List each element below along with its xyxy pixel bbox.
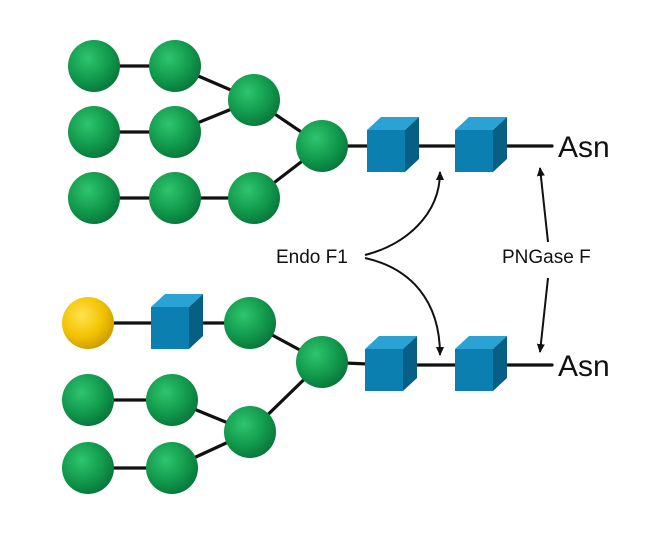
high-mannose-glycan: Asn: [68, 40, 610, 224]
pngase-f-arrows: [536, 167, 549, 353]
endo-f1-arrow-up: [364, 171, 444, 256]
mannose-sphere: [149, 106, 201, 158]
mannose-sphere: [149, 172, 201, 224]
galactose-sphere: [62, 297, 114, 349]
endo-f1-arrow-down: [364, 257, 444, 356]
mannose-sphere: [228, 172, 280, 224]
mannose-sphere: [68, 172, 120, 224]
mannose-sphere: [296, 336, 348, 388]
mannose-sphere: [68, 106, 120, 158]
pngase-f-label: PNGase F: [502, 247, 591, 268]
asn-label-bottom: Asn: [558, 350, 610, 383]
glcnac-cube: [151, 294, 203, 349]
mannose-sphere: [68, 40, 120, 92]
glcnac-cube: [455, 336, 507, 391]
hybrid-glycan: Asn: [62, 294, 610, 494]
mannose-sphere: [62, 374, 114, 426]
pngase-f-arrow-up: [536, 167, 549, 243]
mannose-sphere: [224, 297, 276, 349]
endo-f1-arrows: [364, 171, 444, 356]
endo-f1-label: Endo F1: [276, 247, 348, 268]
glcnac-cube: [365, 336, 417, 391]
asn-label-top: Asn: [558, 131, 610, 164]
mannose-sphere: [149, 40, 201, 92]
glcnac-cube: [455, 117, 507, 172]
mannose-sphere: [146, 442, 198, 494]
mannose-sphere: [296, 120, 348, 172]
glcnac-cube: [367, 117, 419, 172]
pngase-f-arrow-down: [536, 277, 549, 353]
mannose-sphere: [228, 74, 280, 126]
mannose-sphere: [146, 374, 198, 426]
mannose-sphere: [224, 406, 276, 458]
mannose-sphere: [62, 442, 114, 494]
